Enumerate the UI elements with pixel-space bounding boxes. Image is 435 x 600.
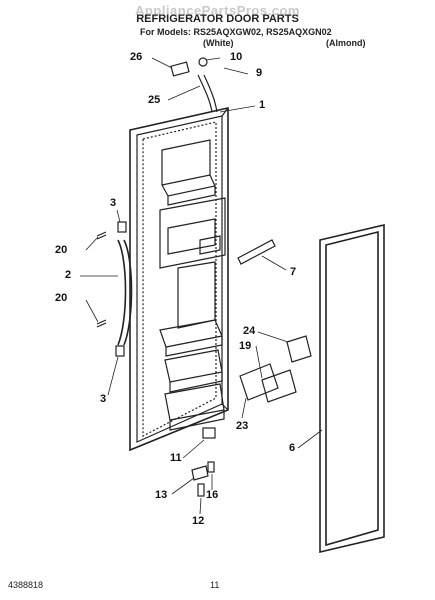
color-almond-label: (Almond) <box>326 38 366 48</box>
callout-2: 2 <box>65 269 72 281</box>
callout-25: 25 <box>148 94 161 106</box>
color-white-label: (White) <box>203 38 234 48</box>
callout-3-lower: 3 <box>100 393 107 405</box>
callout-23: 23 <box>236 420 249 432</box>
callout-6: 6 <box>289 442 296 454</box>
middle-door-bin <box>159 319 223 357</box>
watermark: AppliancePartsPros.com <box>135 3 300 18</box>
model-almond: RS25AQXGN02 <box>266 27 332 37</box>
callout-11: 11 <box>170 452 182 464</box>
dispenser-trim <box>237 239 276 265</box>
callout-19: 19 <box>239 340 252 352</box>
door-gasket <box>319 223 385 554</box>
models-line: For Models: RS25AQXGW02, RS25AQXGN02 <box>140 27 332 37</box>
door-handle <box>117 239 133 346</box>
callout-9: 9 <box>256 67 263 79</box>
lower-hinge-parts <box>191 427 216 497</box>
wire-harness <box>170 57 218 113</box>
model-white: RS25AQXGW02, <box>193 27 264 37</box>
callout-16: 16 <box>206 489 219 501</box>
leader-lines <box>80 57 323 515</box>
lower-door-bin-1 <box>164 349 223 393</box>
callout-3-upper: 3 <box>110 197 117 209</box>
page-number: 11 <box>210 580 220 590</box>
callout-1: 1 <box>259 99 266 111</box>
callout-20-upper: 20 <box>55 244 68 256</box>
diagram-title: REFRIGERATOR DOOR PARTS <box>136 13 299 25</box>
callout-7: 7 <box>290 266 297 278</box>
callout-13: 13 <box>155 489 168 501</box>
lower-door-bin-2 <box>164 383 225 431</box>
handle-screws <box>96 221 127 357</box>
callout-26: 26 <box>130 51 143 63</box>
callout-12: 12 <box>192 515 205 527</box>
callout-24: 24 <box>243 325 256 337</box>
upper-door-bin <box>161 139 216 206</box>
models-prefix: For Models: <box>140 27 191 37</box>
door-panel <box>129 107 229 452</box>
dispenser-housing <box>159 197 226 329</box>
part-number: 4388818 <box>8 580 44 590</box>
callout-20-lower: 20 <box>55 292 68 304</box>
callout-10: 10 <box>230 51 243 63</box>
